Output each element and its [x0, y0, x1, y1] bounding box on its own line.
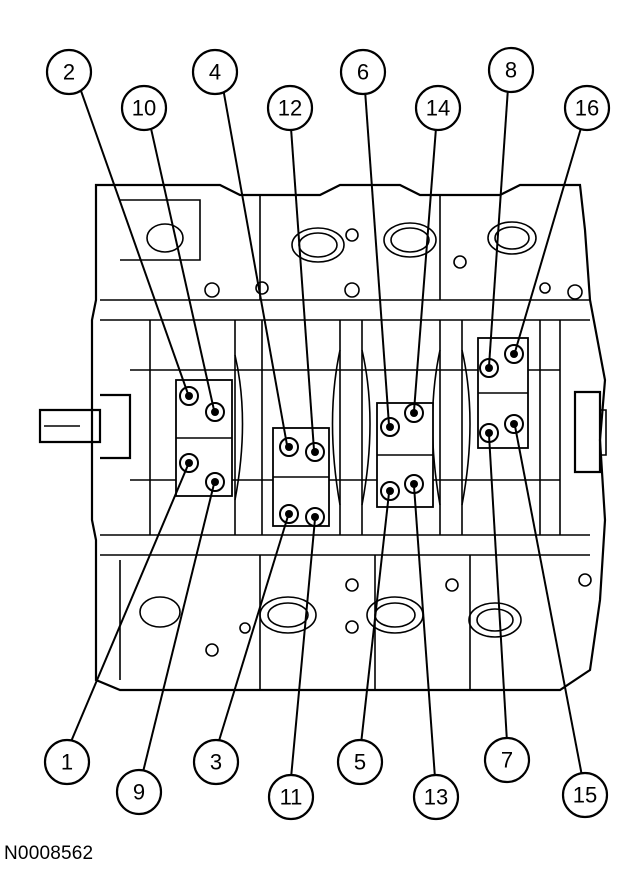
callout-label: 10	[132, 96, 156, 121]
callout-label: 6	[357, 60, 369, 85]
callout-label: 13	[424, 785, 448, 810]
callout-label: 9	[133, 780, 145, 805]
callout-label: 5	[354, 750, 366, 775]
callout-1: 1	[43, 738, 91, 786]
bolt-12	[305, 442, 325, 462]
bolt-14	[404, 403, 424, 423]
callout-label: 15	[573, 783, 597, 808]
callout-label: 8	[505, 58, 517, 83]
callout-label: 16	[575, 96, 599, 121]
bolt-5	[380, 481, 400, 501]
callout-10: 10	[120, 84, 168, 132]
callout-label: 12	[278, 96, 302, 121]
callout-16: 16	[563, 84, 611, 132]
bolt-6	[380, 417, 400, 437]
bolt-2	[179, 386, 199, 406]
bolt-7	[479, 423, 499, 443]
callout-7: 7	[483, 736, 531, 784]
callout-11: 11	[267, 773, 315, 821]
bolt-10	[205, 402, 225, 422]
callout-5: 5	[336, 738, 384, 786]
bolt-8	[479, 358, 499, 378]
callout-4: 4	[191, 48, 239, 96]
callout-label: 1	[61, 750, 73, 775]
callout-label: 14	[426, 96, 450, 121]
bolt-15	[504, 414, 524, 434]
callout-12: 12	[266, 84, 314, 132]
engine-block-outline	[38, 183, 607, 692]
callout-label: 4	[209, 60, 221, 85]
callout-2: 2	[45, 48, 93, 96]
bolt-9	[205, 472, 225, 492]
callout-3: 3	[192, 738, 240, 786]
leader-lines	[69, 87, 583, 779]
callout-14: 14	[414, 84, 462, 132]
bolt-3	[279, 504, 299, 524]
callout-label: 11	[280, 785, 303, 810]
bolt-4	[279, 437, 299, 457]
callout-6: 6	[339, 48, 387, 96]
bolt-16	[504, 344, 524, 364]
figure-id: N0008562	[4, 843, 94, 864]
callout-13: 13	[412, 773, 460, 821]
bolt-1	[179, 453, 199, 473]
bolt-13	[404, 474, 424, 494]
callout-label: 3	[210, 750, 222, 775]
callout-9: 9	[115, 768, 163, 816]
callout-label: 2	[63, 60, 75, 85]
callout-15: 15	[561, 771, 609, 819]
main-bearing-bolts	[179, 344, 524, 527]
callout-label: 7	[501, 748, 513, 773]
callout-8: 8	[487, 46, 535, 94]
